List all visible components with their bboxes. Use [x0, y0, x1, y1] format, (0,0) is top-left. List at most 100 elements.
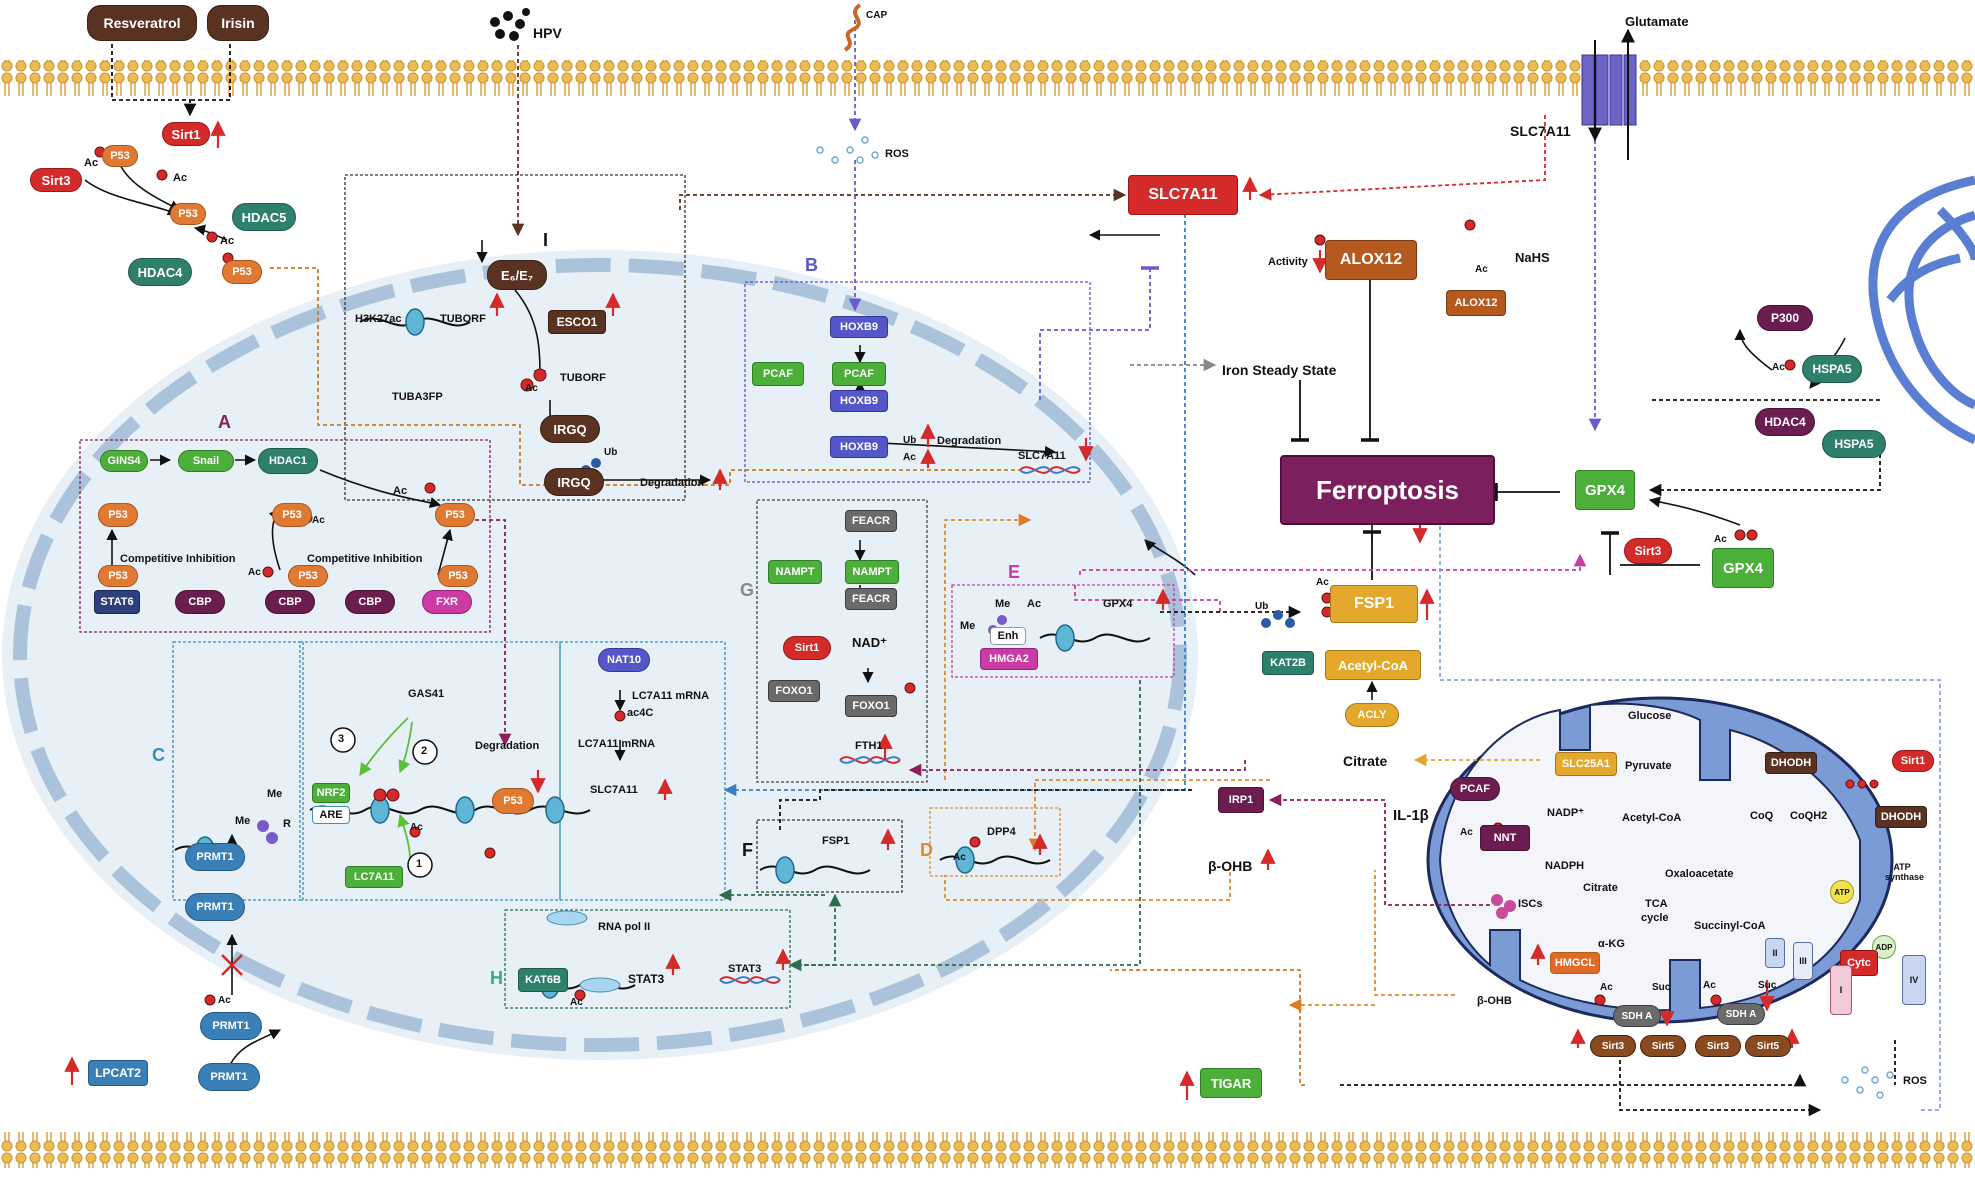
degradation-label-i: Degradation	[640, 477, 705, 489]
resveratrol-node: Resveratrol	[87, 5, 197, 41]
section-box-I	[344, 174, 686, 501]
ac-label-nnt: Ac	[1460, 827, 1473, 838]
nadph-label: NADPH	[1545, 860, 1585, 872]
me-label-e1: Me	[995, 598, 1011, 610]
ac-label-prmt1: Ac	[218, 995, 231, 1006]
gpx4-acetylated-node: GPX4	[1712, 548, 1774, 588]
nampt-node-1: NAMPT	[768, 560, 822, 584]
hoxb9-node-1: HOXB9	[830, 316, 888, 338]
hoxb9-node-3: HOXB9	[830, 436, 888, 458]
mrna-helices	[719, 466, 1081, 984]
nad-label: NAD⁺	[852, 635, 888, 650]
competitive-inhibition-label-2: Competitive Inhibition	[307, 553, 423, 565]
path-mito-beta	[1110, 969, 1305, 1086]
complex-iii: III	[1793, 942, 1813, 980]
ac4c-label: ac4C	[627, 707, 654, 719]
nahs-label: NaHS	[1515, 250, 1550, 265]
path-bohb-d	[944, 865, 1231, 901]
esco1-node: ESCO1	[548, 310, 606, 334]
section-box-F	[756, 819, 903, 893]
suc-label-2: Suc	[1758, 980, 1777, 991]
complex-i: I	[1830, 965, 1852, 1015]
p53-a4: P53	[98, 565, 138, 587]
suc-label-1: Suc	[1652, 982, 1671, 993]
sirt3-node-mito-2: Sirt3	[1695, 1035, 1741, 1057]
p53-c: P53	[492, 788, 534, 814]
p300-node: P300	[1757, 305, 1813, 331]
step-3-label: 3	[338, 733, 345, 745]
nnt-node: NNT	[1480, 825, 1530, 851]
il1b-label: IL-1β	[1393, 807, 1429, 824]
glucose-label: Glucose	[1628, 710, 1672, 722]
irgq-node: IRGQ	[540, 415, 600, 443]
section-box-G	[756, 499, 928, 783]
coq-label: CoQ	[1750, 810, 1774, 822]
stat3-label-1: STAT3	[628, 972, 665, 986]
akg-label: α-KG	[1598, 938, 1625, 950]
lc7a11-mrna-label-2: LC7A11 mRNA	[578, 738, 656, 750]
stat6-node: STAT6	[94, 590, 140, 614]
step-circles	[330, 727, 438, 878]
irgq-ub-node: IRGQ	[544, 468, 604, 496]
prmt1-node-acetylated: PRMT1	[200, 1012, 262, 1040]
ac-label-sdha-1: Ac	[1600, 982, 1613, 993]
feacr-node-1: FEACR	[845, 510, 897, 532]
activity-label: Activity	[1268, 256, 1308, 268]
tuba3fp-label: TUBA3FP	[392, 391, 443, 403]
acetyl-coa-node: Acetyl-CoA	[1325, 650, 1421, 680]
iron-steady-state-label: Iron Steady State	[1222, 362, 1337, 378]
ros-label-bottom: ROS	[1903, 1075, 1927, 1087]
gas41-label: GAS41	[408, 688, 445, 700]
ac-label-a: Ac	[393, 485, 408, 497]
cap-plasma-icon	[843, 3, 862, 52]
prmt1-node-c1: PRMT1	[185, 843, 245, 871]
coqh2-label: CoQH2	[1790, 810, 1828, 822]
ac-label-1: Ac	[84, 157, 99, 169]
sdha-node-2: SDH A	[1717, 1003, 1765, 1025]
inhibition-lines	[1291, 260, 1700, 580]
iscs-icon	[1491, 894, 1516, 919]
lpcat2-node: LPCAT2	[88, 1060, 148, 1086]
rna-pol-ii-label: RNA pol II	[598, 921, 651, 933]
hpv-label: HPV	[533, 25, 562, 41]
sirt3-node-gpx4: Sirt3	[1624, 538, 1672, 564]
sdha-node-1: SDH A	[1613, 1005, 1661, 1027]
citrate-label-cyto: Citrate	[1343, 753, 1388, 769]
are-element: ARE	[312, 806, 350, 824]
section-box-B	[744, 281, 1091, 483]
section-label-F: F	[742, 840, 753, 860]
hoxb9-node-2: HOXB9	[830, 390, 888, 412]
irisin-node: Irisin	[207, 5, 269, 41]
gins4-node: GINS4	[100, 450, 148, 472]
degradation-label-c: Degradation	[475, 740, 540, 752]
path-p53-orange	[270, 267, 1020, 486]
cbp-node-3: CBP	[345, 590, 395, 614]
section-label-C: C	[152, 745, 165, 765]
fth1-label: FTH1	[855, 740, 883, 752]
p53-a5: P53	[288, 565, 328, 587]
p53-a6: P53	[438, 565, 478, 587]
p53-acetylated-1: P53	[102, 145, 138, 167]
atp-synthase-label: ATP synthase	[1885, 862, 1925, 882]
sirt3-node-mito-1: Sirt3	[1590, 1035, 1636, 1057]
me-label-c2: Me	[235, 815, 251, 827]
path-mito-ros	[1439, 505, 1941, 1111]
dpp4-label: DPP4	[987, 826, 1016, 838]
tigar-node: TIGAR	[1200, 1068, 1262, 1098]
dashed-black-paths	[111, 30, 1896, 1117]
hspa5-node-1: HSPA5	[1802, 355, 1862, 383]
kat6b-node: KAT6B	[518, 968, 568, 992]
irp1-node: IRP1	[1218, 787, 1264, 813]
green-arrows-c	[359, 717, 413, 861]
step-2-label: 2	[421, 745, 428, 757]
ac-label-c: Ac	[410, 822, 423, 833]
foxo1-node-2: FOXO1	[845, 695, 897, 717]
p53-a2: P53	[272, 503, 312, 527]
tuborf-protein-label: TUBORF	[560, 372, 606, 384]
ac-label-h: Ac	[570, 997, 583, 1008]
h3k27ac-label: H3K27ac	[355, 313, 402, 325]
ub-label-b: Ub	[903, 435, 917, 446]
bohb-label-cyto: β-OHB	[1208, 858, 1253, 874]
stat3-label-2: STAT3	[728, 963, 762, 975]
tca-label: TCA	[1645, 898, 1668, 910]
